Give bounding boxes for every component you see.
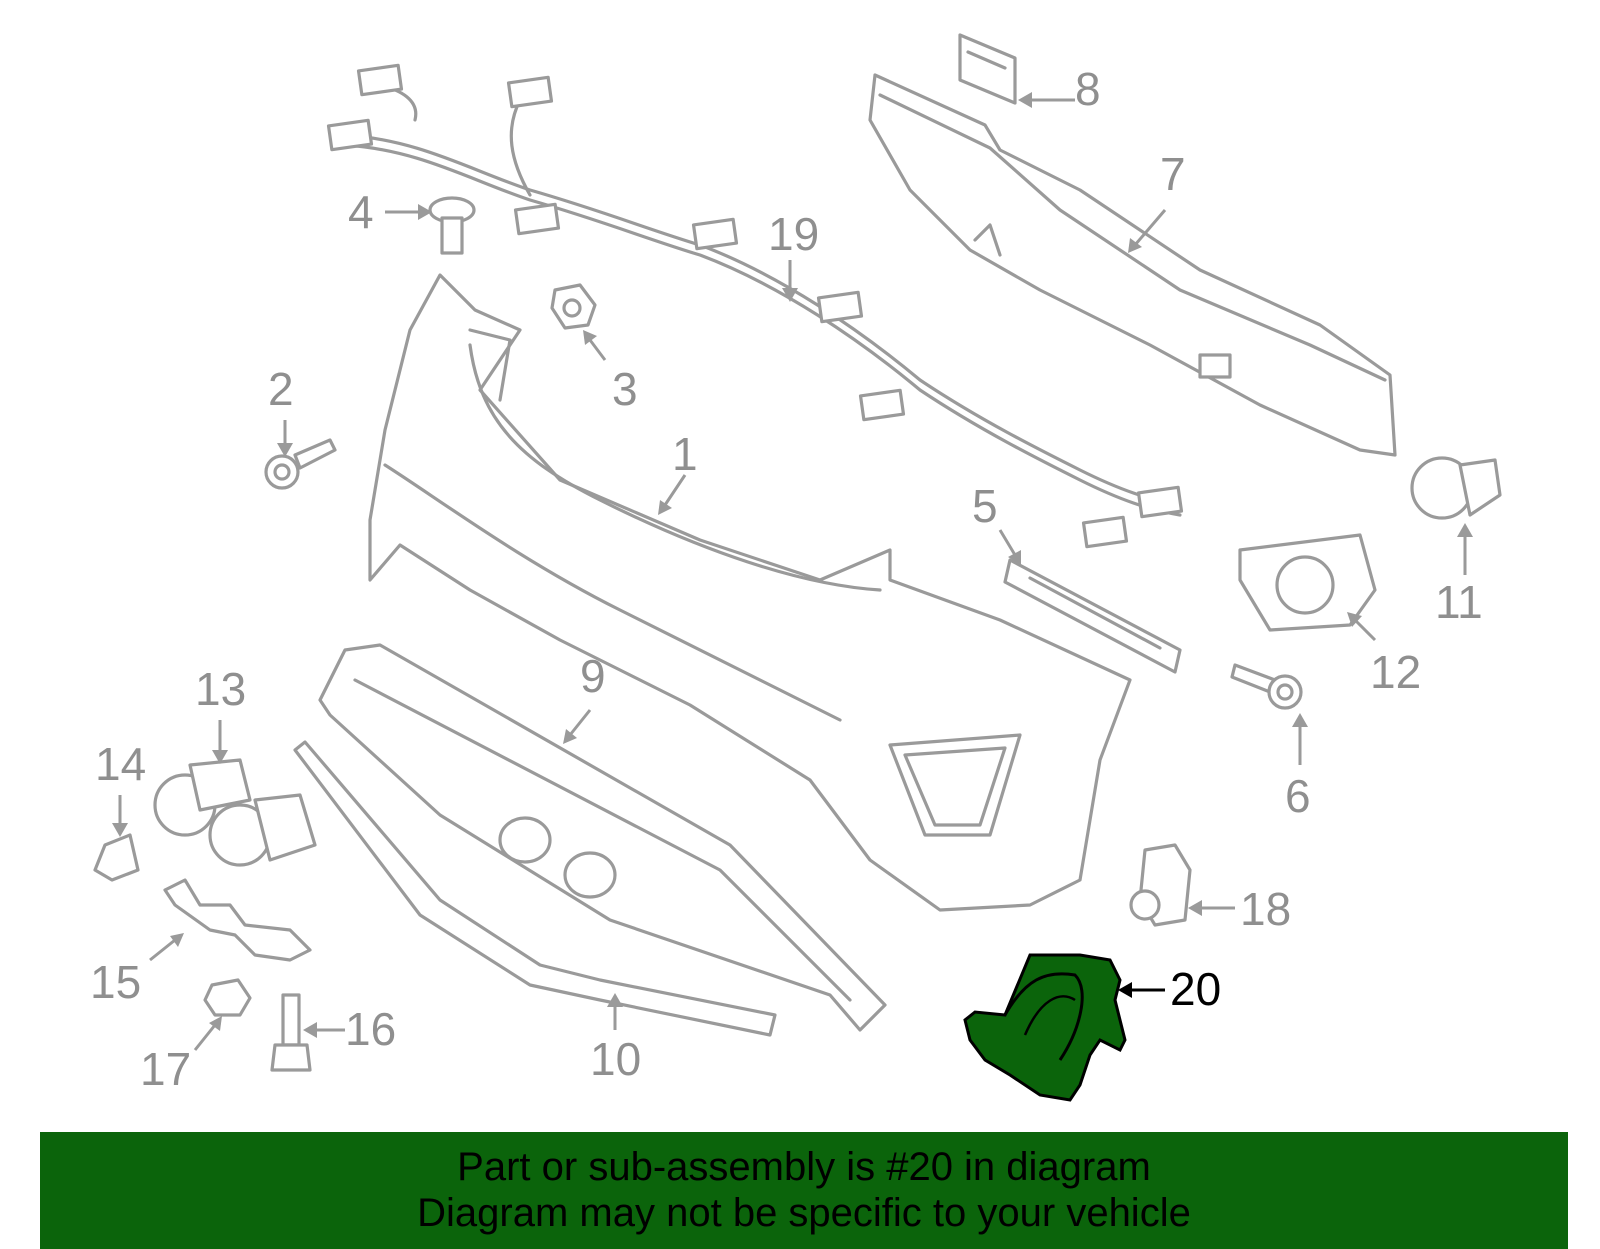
callout-16: 16 bbox=[345, 1003, 396, 1055]
lower-molding-part-10 bbox=[293, 740, 777, 1037]
info-banner: Part or sub-assembly is #20 in diagram D… bbox=[40, 1132, 1568, 1249]
screw-part-6 bbox=[1230, 663, 1303, 710]
callout-4: 4 bbox=[348, 186, 374, 238]
callout-1: 1 bbox=[672, 428, 698, 480]
callout-7: 7 bbox=[1160, 148, 1186, 200]
highlighted-part-20 bbox=[963, 953, 1127, 1102]
clip-part-4 bbox=[428, 196, 476, 255]
callout-2: 2 bbox=[268, 363, 294, 415]
bolt-part-16 bbox=[270, 993, 312, 1072]
callout-15: 15 bbox=[90, 956, 141, 1008]
bracket-part-8 bbox=[958, 33, 1017, 105]
screw-part-2 bbox=[264, 438, 337, 490]
nut-part-3 bbox=[550, 283, 597, 330]
banner-line-1: Part or sub-assembly is #20 in diagram bbox=[457, 1145, 1151, 1189]
clip-part-14 bbox=[93, 833, 140, 882]
sensor-part-18 bbox=[1129, 843, 1192, 927]
callout-3: 3 bbox=[612, 363, 638, 415]
callout-6: 6 bbox=[1285, 770, 1311, 822]
lower-valance-part-9 bbox=[318, 643, 887, 1032]
leader-lines bbox=[112, 92, 1473, 1051]
callout-19: 19 bbox=[768, 208, 819, 260]
fog-lamp-part-11 bbox=[1410, 456, 1502, 520]
reinforcement-bar-part-7 bbox=[868, 73, 1397, 457]
callout-18: 18 bbox=[1240, 883, 1291, 935]
callout-10: 10 bbox=[590, 1033, 641, 1085]
fog-lamp-bezel-part-12 bbox=[1238, 533, 1377, 632]
bracket-part-15 bbox=[163, 878, 312, 962]
callout-5: 5 bbox=[972, 480, 998, 532]
banner-line-2: Diagram may not be specific to your vehi… bbox=[417, 1191, 1191, 1235]
nut-part-17 bbox=[203, 978, 252, 1017]
callout-14: 14 bbox=[95, 738, 146, 790]
wiring-harness-part-19 bbox=[326, 63, 1184, 549]
callout-11: 11 bbox=[1435, 576, 1483, 628]
callout-8: 8 bbox=[1075, 63, 1101, 115]
parts-diagram: 1 2 3 4 5 6 7 8 9 10 11 12 13 14 15 16 1… bbox=[90, 33, 1502, 1102]
callout-20: 20 bbox=[1170, 963, 1221, 1015]
molding-strip-part-5 bbox=[1003, 558, 1182, 674]
callout-12: 12 bbox=[1370, 646, 1421, 698]
callout-17: 17 bbox=[140, 1043, 191, 1095]
callout-13: 13 bbox=[195, 663, 246, 715]
sensor-holder-part-13 bbox=[153, 758, 317, 867]
bumper-cover-part-1 bbox=[368, 273, 1132, 912]
callout-9: 9 bbox=[580, 650, 606, 702]
